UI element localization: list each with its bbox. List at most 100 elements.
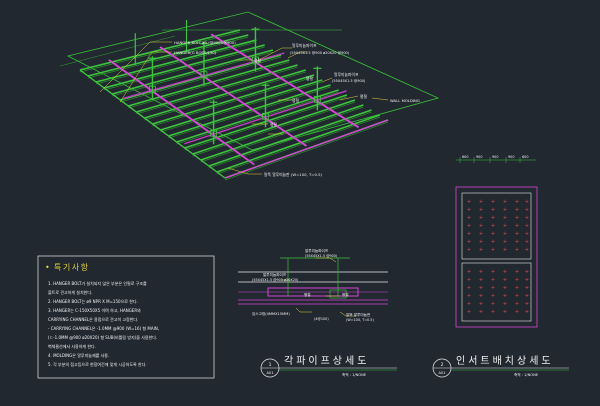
iso-label-pipe-2-spec: (55X45X1.5 @900) (332, 79, 366, 83)
runner-rail-edge (96, 41, 257, 85)
insert-point: + (491, 277, 495, 283)
insert-point: + (479, 207, 483, 213)
insert-point: + (525, 207, 529, 213)
insert-panel-upper (461, 192, 532, 260)
hanger-clip (262, 112, 269, 120)
iso-label-pipe-1: 알루미늄파이프 (292, 43, 317, 48)
insert-point: + (503, 231, 507, 237)
insert-point: + (503, 285, 507, 291)
note-line: (ㄷ-1.0MM @900 ø20X20) 형 SUB(비틀림 방지)을 사용한… (48, 334, 157, 340)
runner-rail-edge (104, 46, 265, 91)
detail-label-insert: 입스고정(4MMX15MM) (252, 311, 290, 316)
insert-point: + (467, 293, 471, 299)
insert-point: + (467, 239, 471, 245)
insert-point: + (503, 199, 507, 205)
iso-label-flatbar-4: 평철 (360, 94, 367, 99)
insert-point: + (525, 301, 529, 307)
notes-list: 1. HANGER BOLT가 설치되지 않은 부분은 인필로 구조를 볼트로 … (48, 280, 159, 367)
detail-label-pipe-1-spec: (55X45X1.5 @900) (305, 254, 338, 258)
insert-point: + (515, 247, 519, 253)
runner-rail-edge (120, 56, 282, 103)
insert-point: + (479, 231, 483, 237)
hanger-clip (149, 85, 156, 93)
insert-point: + (503, 301, 507, 307)
detail-label-plate-spec: (W=100, T=0.5) (346, 318, 374, 322)
insert-point: + (467, 309, 471, 315)
insert-point: + (479, 239, 483, 245)
insert-point: + (467, 247, 471, 253)
insert-dim-label: 600 (522, 155, 528, 159)
hanger-bolts (134, 20, 322, 145)
title-scale: 축척 : 1/NONE (514, 372, 539, 377)
iso-label-flatbar-2: 평철 (306, 76, 313, 81)
insert-point: + (503, 215, 507, 221)
iso-label-alum-plate: 말뚝 알루미늄판 (W=100, T=0.5) (264, 172, 322, 177)
insert-point: + (479, 223, 483, 229)
insert-point: + (467, 285, 471, 291)
note-line: 3. HANGER는 C-150X50X5 이며 하고, HANGER와 (48, 307, 141, 313)
insert-point: + (515, 293, 519, 299)
insert-point: + (503, 239, 507, 245)
wall-molding-edge (224, 119, 389, 179)
insert-point: + (515, 231, 519, 237)
insert-point: + (467, 269, 471, 275)
carrying-channel (210, 33, 360, 129)
title-number: 1 (269, 362, 272, 368)
detail-label-flatbar-1: 평철 (304, 292, 311, 297)
hanger-clip (313, 95, 321, 103)
insert-point: + (467, 223, 471, 229)
insert-point: + (515, 309, 519, 315)
insert-point: + (525, 285, 529, 291)
insert-point: + (491, 215, 495, 221)
insert-point: + (515, 207, 519, 213)
insert-point: + (491, 239, 495, 245)
insert-dim-label: 600 (462, 155, 468, 159)
iso-label-hanger-bolt: HANGER BOLT ø9 (@900X@900) (174, 40, 236, 45)
insert-point: + (515, 239, 519, 245)
insert-point: + (467, 207, 471, 213)
runner-rail-edge (216, 116, 380, 175)
iso-label-flatbar-1: 평철 (254, 58, 261, 63)
notes-box: • 특기사항 1. HANGER BOLT가 설치되지 않은 부분은 인필로 구… (37, 255, 215, 379)
insert-dim-label: 900 (476, 155, 482, 159)
insert-point: + (525, 239, 529, 245)
note-line: 4. MOLDING은 알루미늄제를 사용. (48, 352, 109, 358)
runner-rail-edge (176, 91, 339, 145)
title-name: 각파이프상세도 (284, 355, 369, 367)
insert-dim-label: 900 (492, 155, 498, 159)
insert-point: + (479, 199, 483, 205)
insert-point: + (515, 199, 519, 205)
insert-point: + (479, 215, 483, 221)
insert-point: + (525, 215, 529, 221)
section-detail: 알루미늄파이프 (55X45X1.5 @900) 알루미늄파이프 (55X45X… (238, 248, 388, 322)
insert-point: + (515, 215, 519, 221)
note-line: 볼트로 견고하게 설치한다. (48, 289, 92, 295)
insert-point: + (503, 207, 507, 213)
insert-point: + (491, 269, 495, 275)
isometric-ceiling-view: HANGER BOLT ø9 (@900X@900) HANGER(G BOSS… (59, 11, 440, 181)
carrying-channel (159, 46, 308, 147)
title-number: 2 (441, 362, 444, 368)
runner-rail (95, 39, 257, 83)
detail-label-plate: 말뚝 알루미늄판 (346, 312, 371, 317)
title-scale: 축척 : 1/NONE (342, 372, 367, 377)
iso-label-pipe-1-spec: (55X45X1.5 @900 ø20X20 @900) (290, 51, 350, 55)
insert-panel-lower (461, 262, 532, 322)
insert-point: + (467, 277, 471, 283)
runner-rail-edge (192, 101, 356, 157)
title-ref: A01 (266, 371, 273, 375)
note-line: 벽체물선에서 사용하게 한다. (48, 343, 96, 349)
insert-point: + (479, 269, 483, 275)
insert-point: + (491, 207, 495, 213)
runner-rail-edge (128, 61, 290, 109)
iso-label-hanger: HANGER(G BOSS/150) (174, 50, 217, 55)
note-line: 5. 각 부분의 접고등으로 현장여건에 맞게 시공하도록 한다. (48, 361, 147, 367)
notes-frame (37, 255, 215, 379)
insert-point: + (525, 309, 529, 315)
runner-rail (103, 44, 265, 89)
insert-point: + (525, 231, 529, 237)
insert-point: + (525, 247, 529, 253)
insert-point: + (491, 231, 495, 237)
